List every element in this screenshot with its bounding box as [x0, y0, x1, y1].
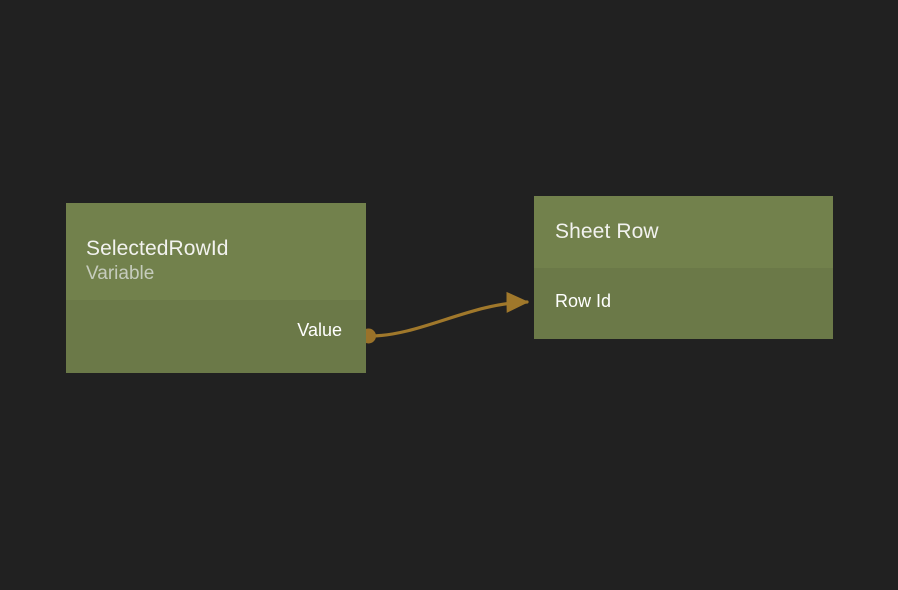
- node-variable-header[interactable]: SelectedRowId Variable: [66, 203, 366, 300]
- node-variable-title: SelectedRowId: [86, 236, 229, 260]
- node-variable-subtitle: Variable: [86, 262, 155, 284]
- input-port-row-id[interactable]: Row Id: [555, 291, 611, 312]
- output-port-value-label: Value: [297, 320, 342, 340]
- node-sheetrow[interactable]: Sheet Row Row Id: [534, 196, 833, 339]
- input-port-row-id-label: Row Id: [555, 291, 612, 311]
- node-variable-body: Value: [66, 300, 366, 373]
- node-variable[interactable]: SelectedRowId Variable Value: [66, 203, 366, 373]
- output-port-value[interactable]: Value: [297, 320, 342, 341]
- node-sheetrow-title: Sheet Row: [555, 219, 659, 243]
- node-sheetrow-header[interactable]: Sheet Row: [534, 196, 833, 268]
- node-sheetrow-body: Row Id: [534, 268, 833, 339]
- connection-wire-value-to-rowid[interactable]: [368, 291, 529, 338]
